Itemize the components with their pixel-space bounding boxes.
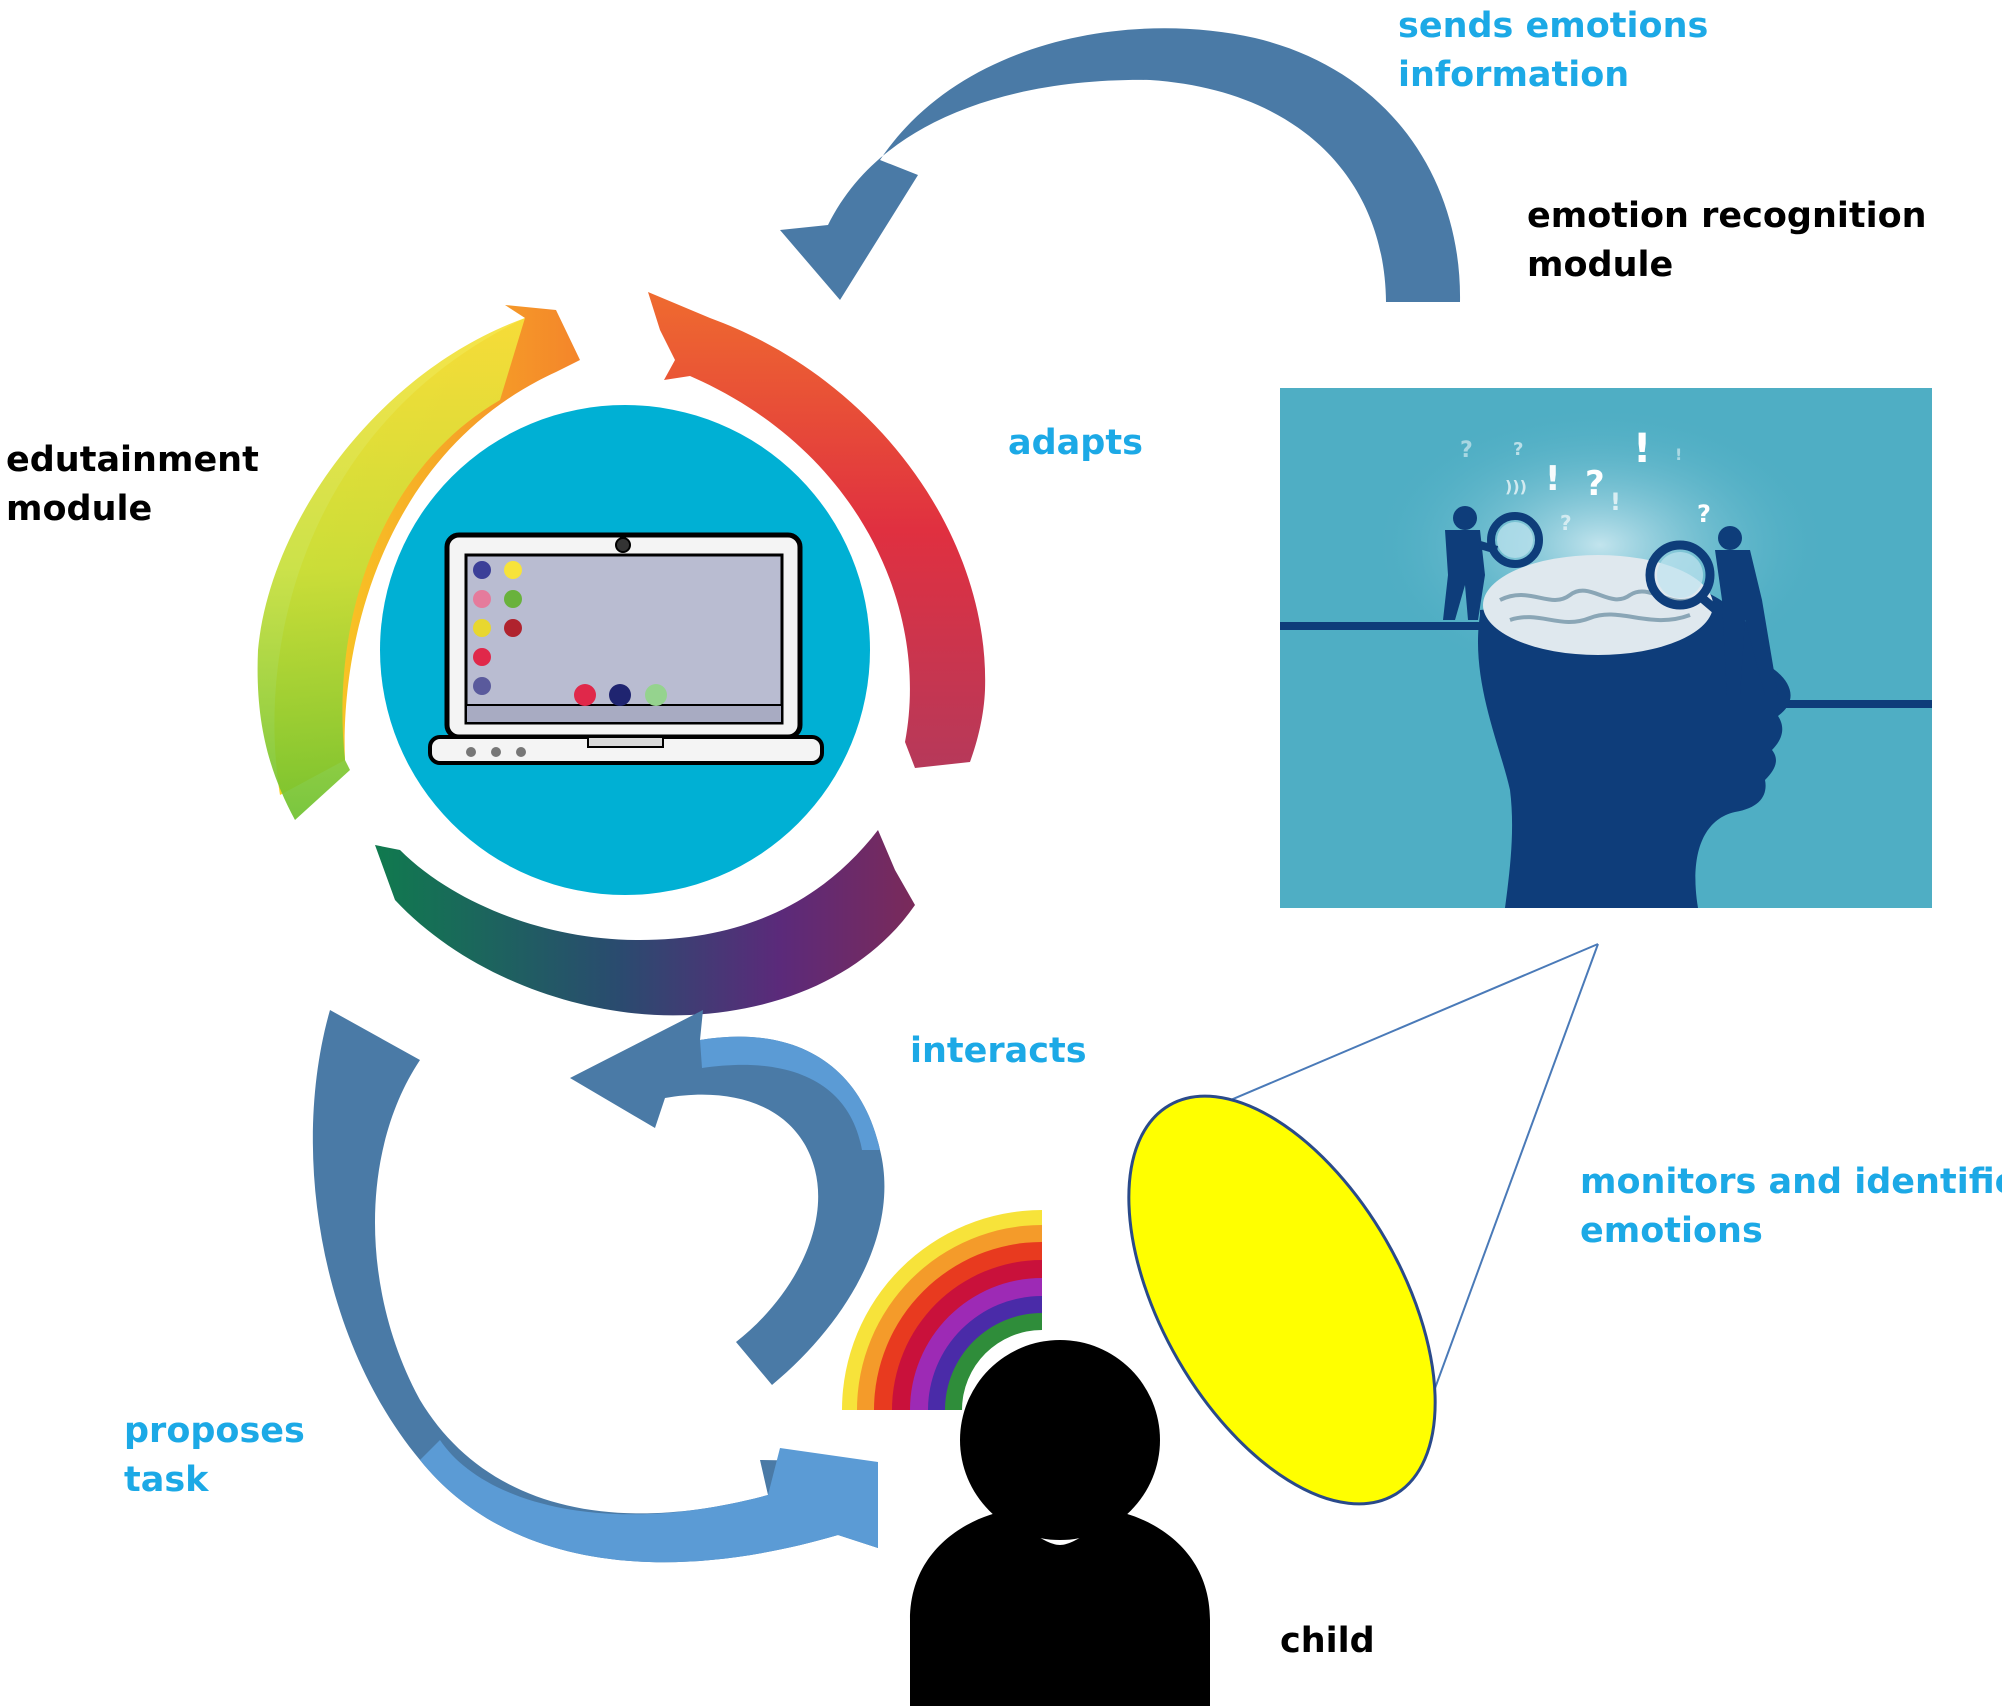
svg-text:?: ? — [1560, 511, 1572, 535]
svg-text:!: ! — [1545, 459, 1561, 499]
monitors-label: monitors and identifies emotions — [1580, 1158, 2002, 1256]
investigator-left-figure — [1443, 506, 1543, 620]
sends-emotions-arrow — [780, 28, 1461, 303]
interacts-text: interacts — [910, 1031, 1087, 1071]
monitors-line-1: monitors and identifies — [1580, 1162, 2002, 1202]
svg-text:!: ! — [1610, 488, 1621, 516]
edutainment-ring — [257, 292, 986, 1016]
interacts-label: interacts — [910, 1027, 1087, 1076]
edutainment-line-1: edutainment — [6, 440, 259, 480]
child-label: child — [1280, 1617, 1375, 1666]
svg-text:?: ? — [1585, 464, 1605, 504]
ring-segment-yellow-green — [257, 318, 525, 820]
emotion-module-line-2: module — [1527, 245, 1674, 285]
adapts-label: adapts — [1008, 419, 1143, 468]
proposes-task-label: proposes task — [124, 1407, 305, 1505]
edutainment-module-label: edutainment module — [6, 436, 259, 534]
svg-text:?: ? — [1513, 439, 1523, 460]
child-text: child — [1280, 1621, 1375, 1661]
proposes-line-2: task — [124, 1460, 209, 1500]
svg-text:?: ? — [1460, 438, 1473, 463]
yellow-lens-icon — [1127, 1094, 1437, 1506]
sends-emotions-line-1: sends emotions — [1398, 6, 1709, 46]
question-marks: ! ? ! ! ? ? ? ! ? ))) — [1460, 426, 1711, 535]
svg-text:!: ! — [1675, 445, 1682, 464]
laptop-icon — [428, 532, 824, 765]
svg-text:?: ? — [1697, 500, 1711, 528]
emotion-module-line-1: emotion recognition — [1527, 196, 1927, 236]
svg-text:!: ! — [1633, 426, 1651, 472]
sends-emotions-label: sends emotions information — [1398, 2, 1708, 100]
proposes-line-1: proposes — [124, 1411, 305, 1451]
monitors-line-2: emotions — [1580, 1211, 1763, 1251]
adapts-text: adapts — [1008, 423, 1143, 463]
person-silhouette-icon — [910, 1340, 1210, 1706]
edutainment-line-2: module — [6, 489, 153, 529]
emotion-recognition-module-label: emotion recognition module — [1527, 192, 1927, 290]
brain-investigation-illustration: ! ? ! ! ? ? ? ! ? ))) — [1280, 388, 1932, 908]
investigator-right-figure — [1645, 526, 1778, 695]
proposes-task-arrow — [312, 1010, 878, 1563]
svg-text:))): ))) — [1505, 477, 1527, 496]
ring-segment-purple — [375, 830, 915, 1016]
ring-segment-red — [648, 292, 986, 768]
interacts-arrow — [570, 1010, 885, 1385]
sends-emotions-line-2: information — [1398, 55, 1630, 95]
